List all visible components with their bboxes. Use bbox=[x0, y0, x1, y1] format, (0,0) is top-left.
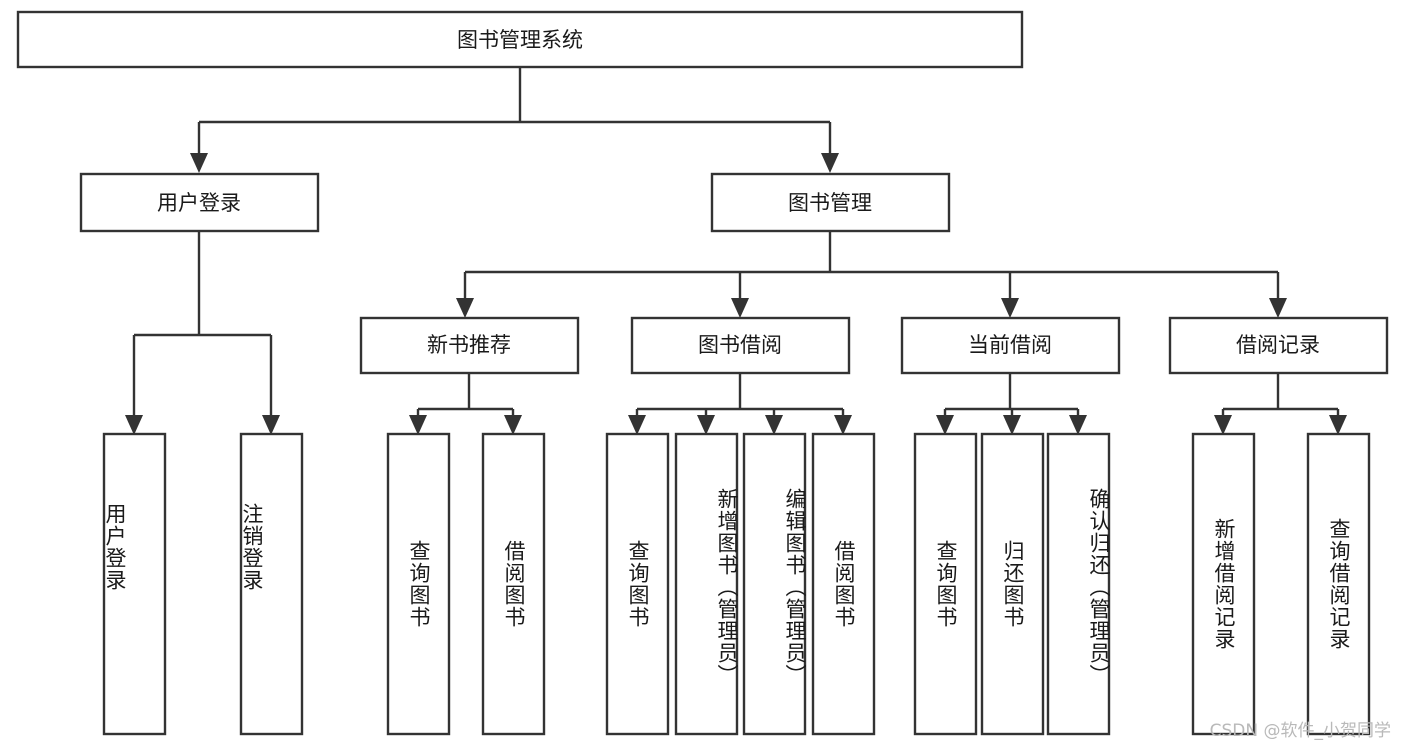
arrow-head-current-3 bbox=[1069, 415, 1087, 435]
node-new-book-recommend[interactable]: 新书推荐 bbox=[359, 316, 580, 375]
node-borrow-records-label: 借阅记录 bbox=[1236, 333, 1320, 357]
arrow-head-bookmgmt-2 bbox=[731, 298, 749, 318]
arrow-head-bookmgmt-3 bbox=[1001, 298, 1019, 318]
leaf-box-add-record[interactable] bbox=[1191, 432, 1256, 736]
node-book-borrow[interactable]: 图书借阅 bbox=[630, 316, 851, 375]
watermark-text: CSDN @软件_小贺同学 bbox=[1209, 721, 1391, 741]
node-user-login-label: 用户登录 bbox=[157, 191, 241, 215]
leaf-box-confirm-return-admin[interactable] bbox=[1046, 432, 1111, 736]
leaf-box-logout[interactable] bbox=[239, 432, 304, 736]
arrow-head-borrow-3 bbox=[765, 415, 783, 435]
node-book-borrow-box[interactable] bbox=[630, 316, 851, 375]
arrow-head-newbook-2 bbox=[504, 415, 522, 435]
node-root-box[interactable] bbox=[16, 10, 1024, 69]
connector-group-current bbox=[936, 373, 1087, 435]
leaf-box-borrow-book-1[interactable] bbox=[481, 432, 546, 736]
node-new-book-recommend-box[interactable] bbox=[359, 316, 580, 375]
node-root[interactable]: 图书管理系统 bbox=[16, 10, 1024, 69]
node-book-management[interactable]: 图书管理 bbox=[710, 172, 951, 233]
leaf-box-query-book-3[interactable] bbox=[913, 432, 978, 736]
node-current-borrow-box[interactable] bbox=[900, 316, 1121, 375]
node-user-login[interactable]: 用户登录 bbox=[79, 172, 320, 233]
arrow-head-borrow-1 bbox=[628, 415, 646, 435]
arrow-head-userlogin-2 bbox=[262, 415, 280, 435]
leaf-box-edit-book-admin[interactable] bbox=[742, 432, 807, 736]
arrow-head-userlogin-1 bbox=[125, 415, 143, 435]
leaf-box-query-book-2[interactable] bbox=[605, 432, 670, 736]
arrow-head-bookmgmt-4 bbox=[1269, 298, 1287, 318]
arrow-head-records-1 bbox=[1214, 415, 1232, 435]
arrow-head-root-1 bbox=[190, 153, 208, 173]
arrow-head-newbook-1 bbox=[409, 415, 427, 435]
leaf-box-query-record[interactable] bbox=[1306, 432, 1371, 736]
arrow-head-bookmgmt-1 bbox=[456, 298, 474, 318]
node-current-borrow-label: 当前借阅 bbox=[968, 333, 1052, 357]
connector-group-book-mgmt bbox=[456, 231, 1287, 318]
arrow-head-records-2 bbox=[1329, 415, 1347, 435]
node-book-borrow-label: 图书借阅 bbox=[698, 333, 782, 357]
node-book-management-label: 图书管理 bbox=[788, 191, 872, 215]
arrow-head-borrow-2 bbox=[697, 415, 715, 435]
connector-group-borrow bbox=[628, 373, 852, 435]
arrow-head-current-1 bbox=[936, 415, 954, 435]
leaf-box-borrow-book-2[interactable] bbox=[811, 432, 876, 736]
node-user-login-box[interactable] bbox=[79, 172, 320, 233]
node-borrow-records-box[interactable] bbox=[1168, 316, 1389, 375]
connector-group-root bbox=[190, 67, 839, 173]
node-borrow-records[interactable]: 借阅记录 bbox=[1168, 316, 1389, 375]
leaf-box-add-book-admin[interactable] bbox=[674, 432, 739, 736]
arrow-head-root-2 bbox=[821, 153, 839, 173]
connector-group-new-book bbox=[409, 373, 522, 435]
node-new-book-recommend-label: 新书推荐 bbox=[427, 333, 511, 357]
leaf-box-user-login[interactable] bbox=[102, 432, 167, 736]
leaf-box-query-book-1[interactable] bbox=[386, 432, 451, 736]
leaf-box-return-book[interactable] bbox=[980, 432, 1045, 736]
arrow-head-borrow-4 bbox=[834, 415, 852, 435]
arrow-head-current-2 bbox=[1003, 415, 1021, 435]
node-book-management-box[interactable] bbox=[710, 172, 951, 233]
connector-group-user-login bbox=[125, 231, 280, 435]
node-current-borrow[interactable]: 当前借阅 bbox=[900, 316, 1121, 375]
node-root-label: 图书管理系统 bbox=[457, 28, 583, 52]
connector-group-records bbox=[1214, 373, 1347, 435]
